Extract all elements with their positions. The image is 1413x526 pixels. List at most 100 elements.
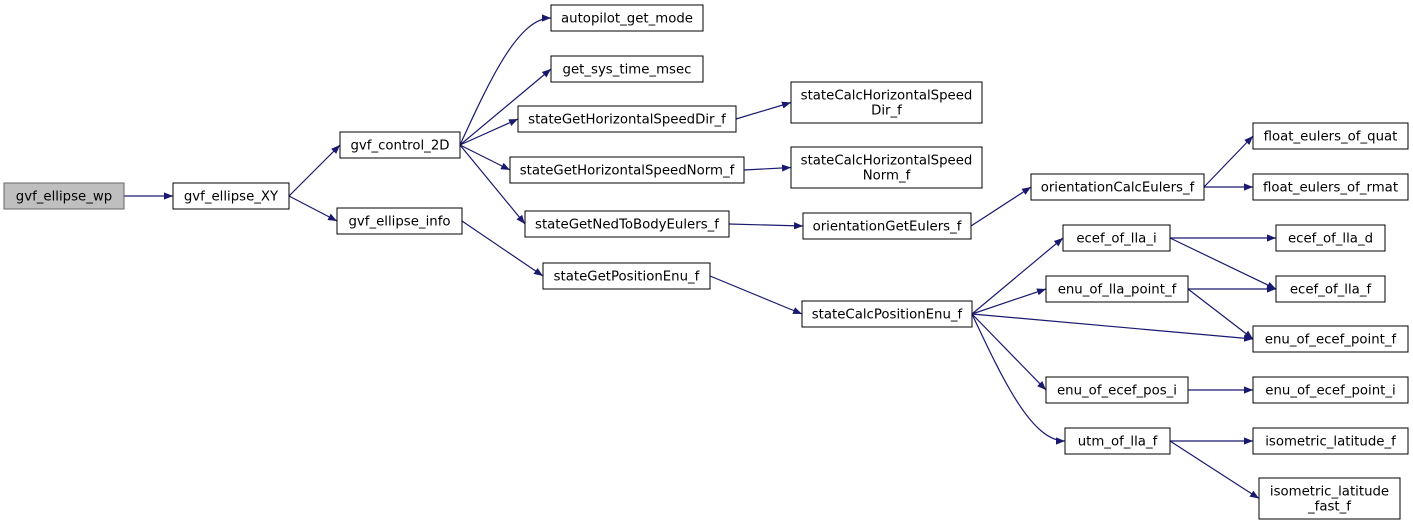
- edge-stateCalcPositionEnu_f-to-ecef_of_lla_i: [971, 237, 1064, 315]
- node-label: enu_of_ecef_point_i: [1265, 384, 1395, 399]
- node-ecef_of_lla_d[interactable]: ecef_of_lla_d: [1275, 224, 1386, 252]
- node-label: enu_of_lla_point_f: [1058, 283, 1177, 298]
- edge-gvf_ellipse_XY-to-gvf_control_2D: [288, 144, 341, 197]
- edge-gvf_control_2D-to-stateGetNedToBodyEulers_f: [459, 144, 526, 225]
- edge-stateCalcPositionEnu_f-to-utm_of_lla_f: [971, 313, 1066, 445]
- node-get_sys_time_msec[interactable]: get_sys_time_msec: [550, 55, 704, 83]
- node-box-stateGetHorizontalSpeedDir_f[interactable]: [517, 105, 737, 133]
- node-box-enu_of_lla_point_f[interactable]: [1045, 275, 1189, 303]
- node-box-gvf_ellipse_wp[interactable]: [3, 182, 125, 210]
- nodes-layer: gvf_ellipse_wp gvf_ellipse_XY gvf_control_…: [3, 4, 1409, 520]
- node-box-stateCalcHorizontalSpeedDir_f[interactable]: [790, 81, 983, 124]
- node-label: enu_of_ecef_pos_i: [1057, 384, 1177, 399]
- node-label: get_sys_time_msec: [563, 63, 692, 78]
- node-label: ecef_of_lla_f: [1290, 283, 1372, 298]
- edge-stateCalcPositionEnu_f-to-enu_of_lla_point_f: [971, 288, 1047, 315]
- node-stateGetPositionEnu_f[interactable]: stateGetPositionEnu_f: [542, 262, 711, 290]
- node-enu_of_ecef_point_i[interactable]: enu_of_ecef_point_i: [1252, 376, 1409, 404]
- node-orientationCalcEulers_f[interactable]: orientationCalcEulers_f: [1030, 173, 1205, 201]
- node-box-stateGetNedToBodyEulers_f[interactable]: [524, 210, 730, 238]
- edge-gvf_control_2D-to-autopilot_get_mode: [459, 14, 552, 146]
- edge-stateCalcPositionEnu_f-to-enu_of_ecef_point_f: [971, 313, 1254, 342]
- node-label: orientationGetEulers_f: [813, 220, 962, 235]
- edge-orientationGetEulers_f-to-orientationCalcEulers_f: [970, 186, 1032, 227]
- node-box-stateGetHorizontalSpeedNorm_f[interactable]: [509, 156, 745, 184]
- node-isometric_latitude_fast_f[interactable]: isometric_latitude_fast_f: [1258, 477, 1401, 520]
- node-label: stateGetNedToBodyEulers_f: [535, 218, 719, 233]
- node-box-stateGetPositionEnu_f[interactable]: [542, 262, 711, 290]
- node-label: stateCalcPositionEnu_f: [812, 308, 963, 323]
- node-ecef_of_lla_f[interactable]: ecef_of_lla_f: [1275, 275, 1386, 303]
- node-label: stateCalcHorizontalSpeed: [801, 154, 973, 169]
- node-box-gvf_control_2D[interactable]: [339, 131, 461, 159]
- node-box-isometric_latitude_f[interactable]: [1252, 427, 1409, 455]
- node-float_eulers_of_rmat[interactable]: float_eulers_of_rmat: [1252, 173, 1409, 201]
- node-gvf_ellipse_wp[interactable]: gvf_ellipse_wp: [3, 182, 125, 210]
- node-label: gvf_ellipse_wp: [16, 190, 112, 205]
- edge-gvf_control_2D-to-get_sys_time_msec: [459, 68, 552, 146]
- node-label: Dir_f: [871, 104, 902, 119]
- node-box-orientationCalcEulers_f[interactable]: [1030, 173, 1205, 201]
- node-utm_of_lla_f[interactable]: utm_of_lla_f: [1064, 427, 1171, 455]
- node-gvf_ellipse_XY[interactable]: gvf_ellipse_XY: [172, 182, 290, 210]
- edge-ecef_of_lla_i-to-ecef_of_lla_f: [1169, 237, 1277, 290]
- node-enu_of_lla_point_f[interactable]: enu_of_lla_point_f: [1045, 275, 1189, 303]
- node-orientationGetEulers_f[interactable]: orientationGetEulers_f: [802, 212, 972, 240]
- node-box-orientationGetEulers_f[interactable]: [802, 212, 972, 240]
- node-isometric_latitude_f[interactable]: isometric_latitude_f: [1252, 427, 1409, 455]
- node-stateCalcPositionEnu_f[interactable]: stateCalcPositionEnu_f: [801, 300, 973, 328]
- edge-stateGetPositionEnu_f-to-stateCalcPositionEnu_f: [709, 275, 803, 315]
- edge-orientationCalcEulers_f-to-float_eulers_of_quat: [1203, 135, 1254, 188]
- node-box-stateCalcPositionEnu_f[interactable]: [801, 300, 973, 328]
- node-enu_of_ecef_point_f[interactable]: enu_of_ecef_point_f: [1252, 325, 1409, 353]
- node-gvf_control_2D[interactable]: gvf_control_2D: [339, 131, 461, 159]
- node-box-stateCalcHorizontalSpeedNorm_f[interactable]: [790, 146, 983, 189]
- node-box-ecef_of_lla_d[interactable]: [1275, 224, 1386, 252]
- node-stateGetHorizontalSpeedDir_f[interactable]: stateGetHorizontalSpeedDir_f: [517, 105, 737, 133]
- node-label: float_eulers_of_rmat: [1263, 181, 1398, 196]
- node-label: stateGetHorizontalSpeedDir_f: [528, 113, 726, 128]
- node-label: ecef_of_lla_i: [1076, 232, 1156, 247]
- node-box-ecef_of_lla_i[interactable]: [1062, 224, 1171, 252]
- node-gvf_ellipse_info[interactable]: gvf_ellipse_info: [336, 207, 463, 235]
- node-label: gvf_ellipse_XY: [184, 190, 279, 205]
- node-label: orientationCalcEulers_f: [1041, 181, 1195, 196]
- node-enu_of_ecef_pos_i[interactable]: enu_of_ecef_pos_i: [1045, 376, 1189, 404]
- node-box-float_eulers_of_rmat[interactable]: [1252, 173, 1409, 201]
- edge-utm_of_lla_f-to-isometric_latitude_fast_f: [1169, 440, 1260, 500]
- edge-stateGetHorizontalSpeedDir_f-to-stateCalcHorizontalSpeedDir_f: [735, 101, 792, 120]
- node-box-gvf_ellipse_info[interactable]: [336, 207, 463, 235]
- node-box-enu_of_ecef_point_f[interactable]: [1252, 325, 1409, 353]
- node-label: utm_of_lla_f: [1078, 435, 1158, 450]
- node-float_eulers_of_quat[interactable]: float_eulers_of_quat: [1252, 122, 1409, 150]
- edge-stateGetNedToBodyEulers_f-to-orientationGetEulers_f: [728, 222, 804, 230]
- edge-stateGetHorizontalSpeedNorm_f-to-stateCalcHorizontalSpeedNorm_f: [743, 164, 792, 172]
- node-stateGetHorizontalSpeedNorm_f[interactable]: stateGetHorizontalSpeedNorm_f: [509, 156, 745, 184]
- edge-gvf_ellipse_info-to-stateGetPositionEnu_f: [461, 220, 544, 277]
- node-box-enu_of_ecef_point_i[interactable]: [1252, 376, 1409, 404]
- edge-stateCalcPositionEnu_f-to-enu_of_ecef_pos_i: [971, 313, 1047, 391]
- node-box-autopilot_get_mode[interactable]: [550, 4, 704, 32]
- node-label: float_eulers_of_quat: [1264, 130, 1398, 145]
- node-box-gvf_ellipse_XY[interactable]: [172, 182, 290, 210]
- node-label: autopilot_get_mode: [561, 12, 693, 27]
- edge-gvf_control_2D-to-stateGetHorizontalSpeedNorm_f: [459, 144, 511, 171]
- node-ecef_of_lla_i[interactable]: ecef_of_lla_i: [1062, 224, 1171, 252]
- node-box-float_eulers_of_quat[interactable]: [1252, 122, 1409, 150]
- node-label: Norm_f: [863, 169, 911, 184]
- node-label: stateGetPositionEnu_f: [554, 270, 700, 285]
- node-label: ecef_of_lla_d: [1288, 232, 1373, 247]
- edge-enu_of_lla_point_f-to-enu_of_ecef_point_f: [1187, 288, 1254, 340]
- node-box-get_sys_time_msec[interactable]: [550, 55, 704, 83]
- node-label: _fast_f: [1307, 500, 1351, 515]
- node-box-ecef_of_lla_f[interactable]: [1275, 275, 1386, 303]
- node-box-utm_of_lla_f[interactable]: [1064, 427, 1171, 455]
- edge-gvf_ellipse_XY-to-gvf_ellipse_info: [288, 195, 338, 222]
- node-autopilot_get_mode[interactable]: autopilot_get_mode: [550, 4, 704, 32]
- node-box-enu_of_ecef_pos_i[interactable]: [1045, 376, 1189, 404]
- node-box-isometric_latitude_fast_f[interactable]: [1258, 477, 1401, 520]
- node-stateGetNedToBodyEulers_f[interactable]: stateGetNedToBodyEulers_f: [524, 210, 730, 238]
- node-label: stateGetHorizontalSpeedNorm_f: [520, 164, 735, 179]
